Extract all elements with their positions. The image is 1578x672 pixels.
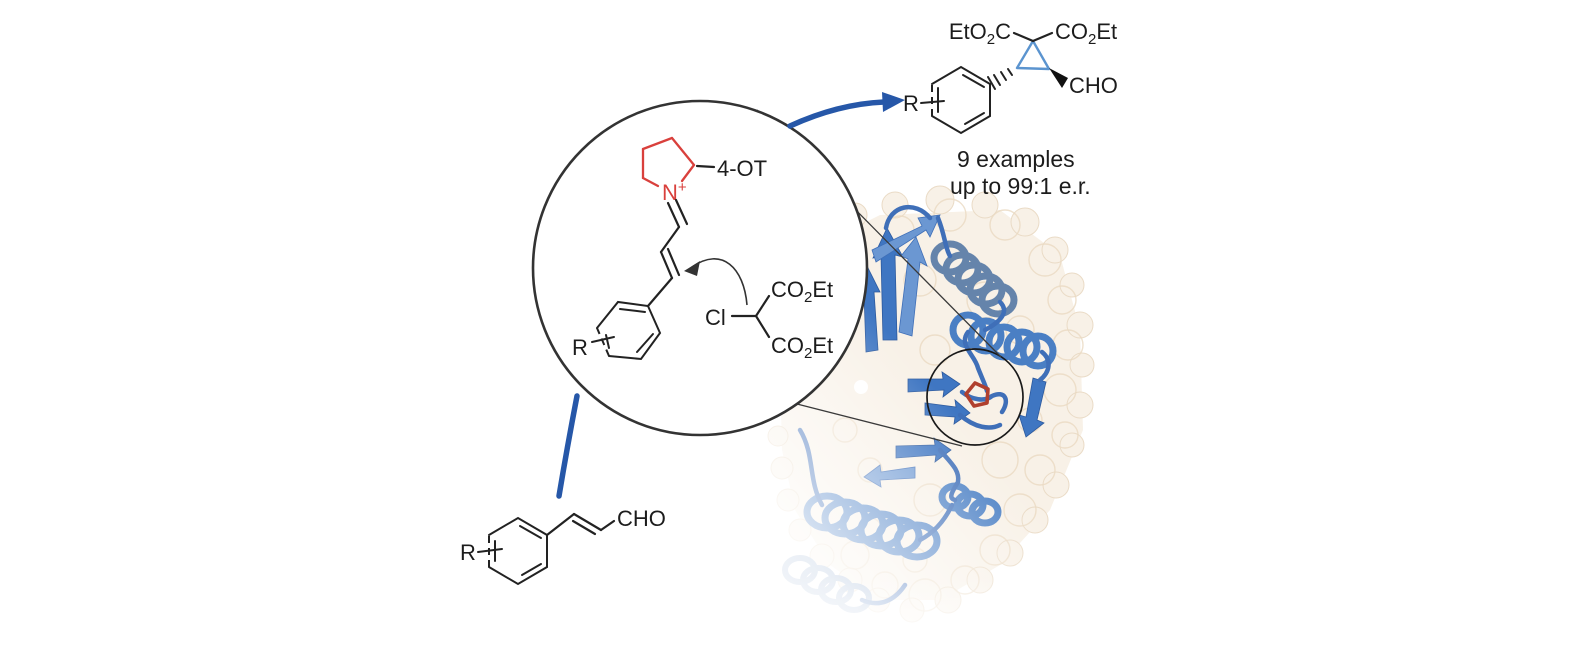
ester-label-top: CO2Et xyxy=(771,277,833,306)
dienyl-chain xyxy=(646,198,689,308)
product-structure: EtO2C CO2Et CHO R 9 examples up to 99:1 … xyxy=(903,19,1118,199)
iminium-nitrogen-label: N+ xyxy=(662,179,687,205)
chloromalonate-structure: Cl CO2Et CO2Et xyxy=(705,277,833,362)
chlorine-label: Cl xyxy=(705,305,726,330)
cyclopropane-ring xyxy=(1015,39,1051,71)
iminium-intermediate: N+ 4-OT R xyxy=(572,136,767,361)
enzyme-bond xyxy=(695,164,716,169)
r-bond-product xyxy=(920,100,945,104)
ester-label-bottom: CO2Et xyxy=(771,333,833,362)
r-label-intermediate: R xyxy=(572,335,588,360)
ester-label-product-left: EtO2C xyxy=(949,19,1011,48)
r-label-substrate: R xyxy=(460,540,476,565)
bold-wedge xyxy=(1049,68,1068,88)
proline-ligand-icon xyxy=(964,381,990,408)
mechanism-arrow xyxy=(684,258,748,306)
r-label-product: R xyxy=(903,91,919,116)
pyrrolidine-ring xyxy=(641,136,696,188)
r-bond-substrate xyxy=(477,548,503,553)
aryl-ring-product xyxy=(931,65,991,135)
hashed-wedge xyxy=(987,68,1013,90)
enzyme-label: 4-OT xyxy=(717,156,767,181)
r-bond-intermediate xyxy=(591,336,615,343)
protein-fade-bottom xyxy=(760,575,1120,672)
ester-label-product-right: CO2Et xyxy=(1055,19,1117,48)
enal-chain xyxy=(545,512,616,537)
substrate-structure: R CHO xyxy=(460,506,666,586)
magnifier-leader-bottom xyxy=(796,403,963,447)
arrow-enzyme-to-product xyxy=(787,92,905,129)
examples-count: 9 examples xyxy=(957,146,1075,172)
active-site-circle xyxy=(926,348,1024,446)
enantiomeric-ratio: up to 99:1 e.r. xyxy=(950,173,1091,199)
magnifier-circle xyxy=(531,99,869,437)
cho-label-substrate: CHO xyxy=(617,506,666,531)
aryl-ring-substrate xyxy=(488,516,548,586)
aryl-ring-intermediate xyxy=(596,300,662,361)
cho-label-product: CHO xyxy=(1069,73,1118,98)
arrow-substrate-to-enzyme xyxy=(556,393,580,499)
